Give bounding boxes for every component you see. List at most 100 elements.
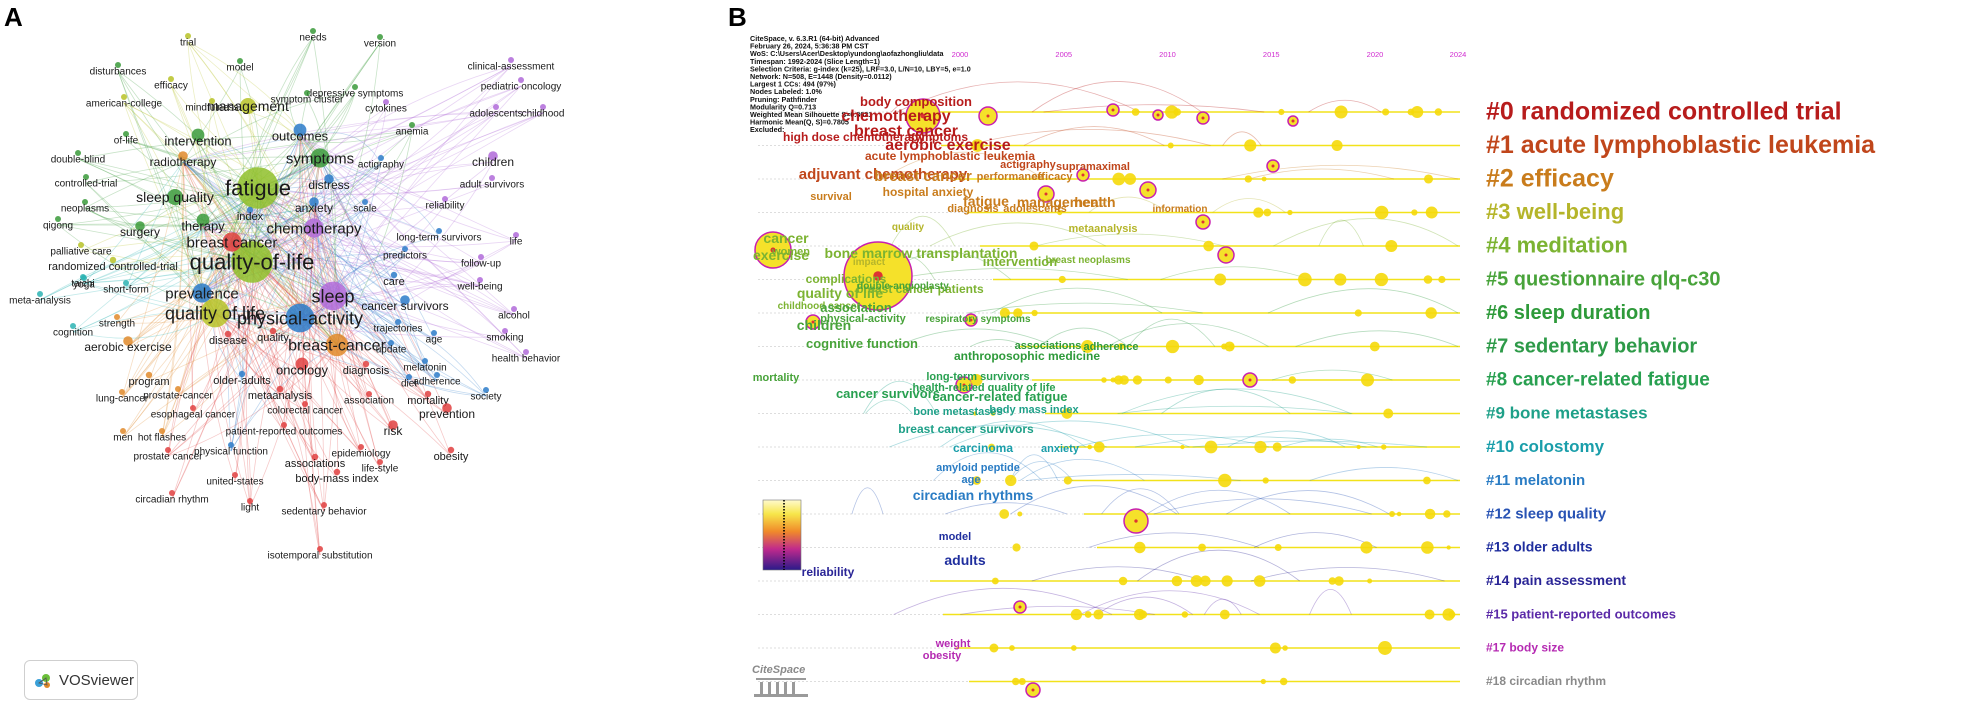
network-link [251,261,316,464]
network-link [82,227,315,284]
timeline-node-label: amyloid peptide [936,462,1020,474]
network-link [182,161,392,350]
keyword-label: mindfulness [185,103,238,114]
timeline-node-label: acute lymphoblastic leukemia [865,149,1035,163]
timeline-node-label: obesity [923,650,962,662]
keyword-label: united-states [206,477,263,488]
citation-node [1434,108,1443,116]
keyword-label: risk [384,424,404,438]
timeline-node-label: exercise [753,247,809,263]
citation-arc [890,216,955,247]
keyword-node [400,295,410,305]
citation-arc [1088,196,1168,213]
citation-arc [1088,532,1260,548]
keyword-node [422,358,428,364]
citation-node [1389,511,1396,517]
citation-node [1424,609,1435,620]
network-link [299,254,406,319]
timeline-node-label: management [1017,194,1104,210]
keyword-node [123,131,129,137]
keyword-node [511,306,517,312]
network-link [257,187,482,264]
citation-node [1005,474,1017,487]
network-link [201,135,301,294]
citation-arc [1212,198,1286,213]
network-link [313,207,482,264]
keyword-node [388,340,394,346]
citespace-header: CiteSpace, v. 6.3.R1 (64-bit) AdvancedFe… [750,34,971,134]
network-link [313,112,497,209]
network-link [116,225,204,324]
keyword-label: hot flashes [138,433,186,444]
keyword-label: children [472,155,514,169]
network-link [313,227,481,287]
citation-node [1061,408,1073,419]
network-link [182,161,370,401]
timeline-node-label: model [939,531,971,543]
network-link [125,139,233,243]
keyword-node [238,370,246,378]
keyword-label: light [241,503,260,514]
keyword-label: well-being [456,282,502,293]
network-link [299,98,315,229]
keyword-label: anemia [396,127,429,138]
network-link [299,131,382,165]
timeline-node-label: performance [977,171,1044,183]
keyword-label: patient-reported outcomes [226,427,343,438]
network-link [85,156,321,184]
keyword-label: age [426,335,443,346]
keyword-label: prevalence [165,285,238,302]
citation-node [1112,172,1126,186]
network-link [299,317,438,382]
keyword-label: older-adults [213,375,271,387]
citation-node [1081,340,1094,353]
citation-node [1165,105,1179,119]
panel-b-letter: B [728,2,747,32]
keyword-node [431,330,437,336]
network-link [313,207,366,222]
year-tick-label: 2005 [1055,50,1072,59]
network-link [84,207,204,228]
network-link [283,157,321,432]
header-line: Selection Criteria: g-index (k=25), LRF=… [750,64,971,73]
keyword-label: update [376,345,407,356]
cluster-label: #14 pain assessment [1486,572,1626,588]
keyword-node [190,405,196,411]
keyword-label: sleep [311,286,354,306]
network-link [332,295,487,397]
citation-node [1057,209,1063,216]
network-link [123,102,334,297]
network-link [313,227,515,316]
timeline-node-label: association [820,300,892,315]
keyword-node [388,420,398,430]
citation-node [972,411,978,416]
network-link [182,161,515,316]
keyword-label: life [510,237,523,248]
timeline-node-label: health [1074,194,1115,210]
keyword-node [83,174,89,180]
keyword-label: model [226,63,253,74]
keyword-label: physical function [194,447,268,458]
citation-node [1018,677,1026,686]
network-link [299,135,338,346]
network-link [187,41,321,159]
citation-node [1219,609,1230,620]
keyword-node [377,459,383,465]
citation-arc [889,424,1107,448]
network-link [332,161,494,297]
network-link [211,106,301,319]
citation-node [1093,609,1104,620]
network-link [182,161,399,329]
header-line: Timespan: 1992-2024 (Slice Length=1) [750,57,881,66]
network-link [202,225,482,264]
header-line: Nodes Labeled: 1.0% [750,87,823,96]
network-link [299,42,381,319]
citation-node [1360,541,1373,554]
panel-a-letter: A [4,2,23,32]
citation-node [1119,375,1129,385]
citation-node [1448,610,1456,619]
network-link [251,261,429,401]
network-link [227,227,315,341]
timeline-node-label: efficacy [1032,171,1074,183]
